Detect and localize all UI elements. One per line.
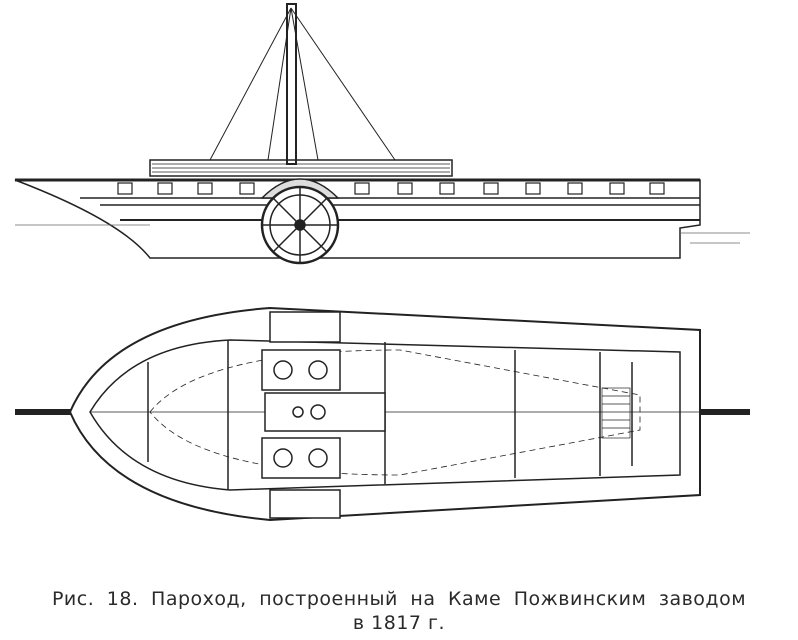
plan-view [15,306,750,522]
deck-inner-outline [89,339,681,491]
figure-caption-year: в 1817 г. [352,612,446,634]
paddle-boxes-plan [261,311,341,519]
mast [209,3,396,165]
figure-caption: Рис. 18. Пароход, построенный на Каме По… [51,588,747,610]
portholes [117,182,665,195]
stern-grating [601,387,631,439]
deckhouse-roof [149,159,453,177]
side-elevation [14,3,750,265]
steamship-drawing [14,3,750,522]
paddle-wheel [260,185,340,265]
water-lines [15,224,750,244]
